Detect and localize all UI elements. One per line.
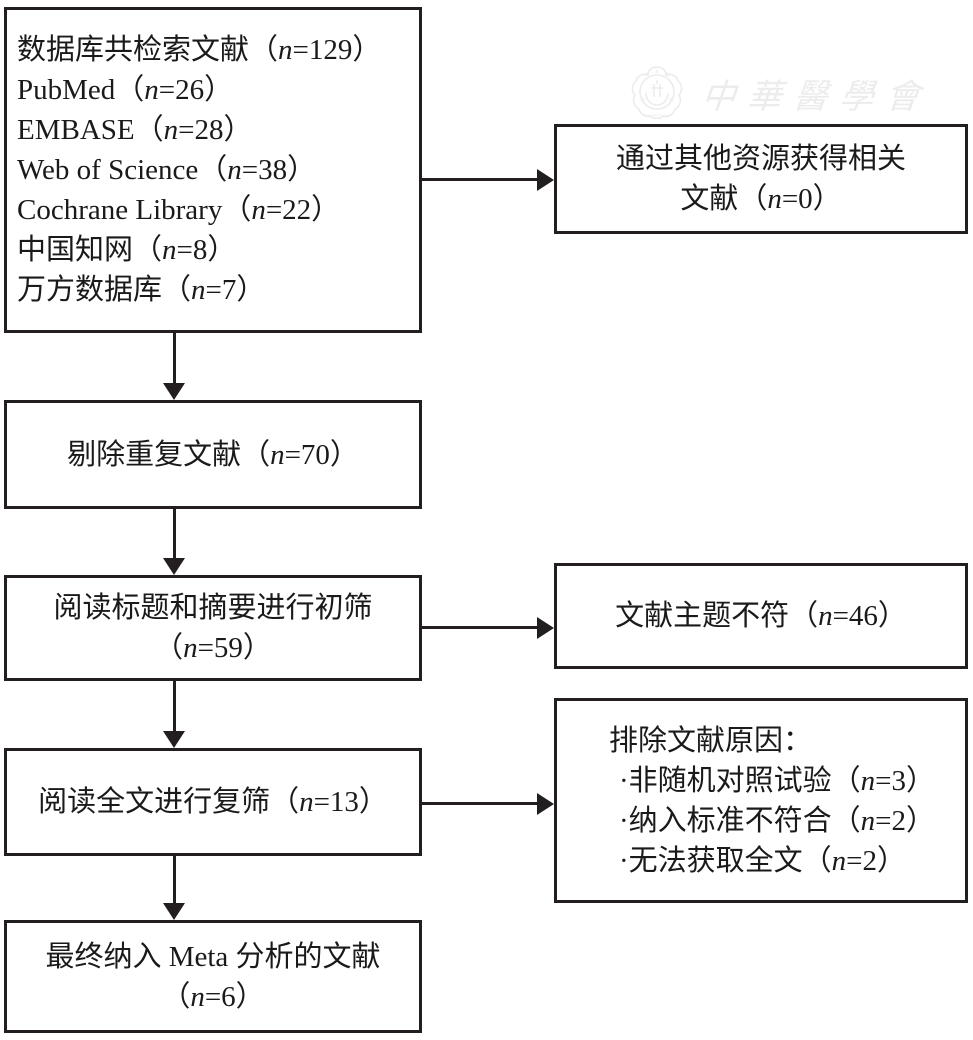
- edge-title-abstract-to-full-text-line: [173, 681, 176, 731]
- n-symbol: n: [270, 438, 285, 471]
- node-other-sources-records: 通过其他资源获得相关 文献（n=0）: [554, 124, 968, 234]
- title-abstract-line-2: （n=59）: [154, 632, 272, 664]
- search-line-total: 数据库共检索文献（n=129）: [17, 34, 382, 66]
- watermark: 中 華 醫 學 會 Chinese Medical Assoc. 中華醫學會: [628, 62, 958, 124]
- edge-title-abstract-to-topic-mismatch-arrow: [537, 617, 554, 639]
- n-symbol: n: [818, 600, 833, 632]
- exclusion-reason-item-2: ·纳入标准不符合（n=2）: [619, 804, 936, 837]
- search-line-wanfang: 万方数据库（n=7）: [17, 274, 266, 306]
- n-symbol: n: [860, 804, 876, 837]
- n-symbol: n: [831, 844, 847, 877]
- full-text-line: 阅读全文进行复筛（n=13）: [38, 786, 388, 818]
- node-database-search-results: 数据库共检索文献（n=129） PubMed（n=26） EMBASE（n=28…: [4, 7, 422, 333]
- duplicates-removed-line: 剔除重复文献（n=70）: [67, 438, 359, 471]
- n-symbol: n: [163, 114, 179, 146]
- search-line-pubmed: PubMed（n=26）: [17, 74, 234, 106]
- edge-full-text-to-included-arrow: [163, 903, 185, 920]
- edge-search-to-duplicates-line: [173, 333, 176, 383]
- exclusion-reason-item-3: ·无法获取全文（n=2）: [619, 844, 907, 877]
- topic-mismatch-line: 文献主题不符（n=46）: [615, 600, 907, 632]
- node-excluded-topic-mismatch: 文献主题不符（n=46）: [554, 563, 968, 669]
- n-symbol: n: [162, 234, 177, 266]
- n-symbol: n: [190, 980, 205, 1013]
- n-symbol: n: [278, 34, 293, 66]
- medical-association-emblem-icon: 中 華 醫 學 會 Chinese Medical Assoc.: [628, 64, 686, 122]
- search-line-web-of-science: Web of Science（n=38）: [17, 154, 317, 186]
- other-sources-line-1: 通过其他资源获得相关: [615, 143, 906, 175]
- n-symbol: n: [251, 194, 266, 226]
- node-title-abstract-screening: 阅读标题和摘要进行初筛 （n=59）: [4, 575, 422, 681]
- svg-text:中: 中: [644, 71, 648, 77]
- search-line-cnki: 中国知网（n=8）: [17, 234, 237, 266]
- edge-search-to-other-sources-line: [422, 178, 537, 181]
- edge-full-text-to-exclusion-reasons-arrow: [537, 793, 554, 815]
- n-symbol: n: [191, 274, 206, 306]
- edge-full-text-to-exclusion-reasons-line: [422, 802, 537, 805]
- edge-title-abstract-to-full-text-arrow: [163, 731, 185, 748]
- search-line-cochrane: Cochrane Library（n=22）: [17, 194, 341, 226]
- edge-search-to-duplicates-arrow: [163, 383, 185, 400]
- node-exclusion-reasons: 排除文献原因： ·非随机对照试验（n=3） ·纳入标准不符合（n=2） ·无法获…: [554, 698, 968, 903]
- n-symbol: n: [227, 154, 242, 186]
- edge-full-text-to-included-line: [173, 856, 176, 903]
- edge-title-abstract-to-topic-mismatch-line: [422, 626, 537, 629]
- other-sources-line-2: 文献（n=0）: [680, 183, 842, 215]
- search-line-embase: EMBASE（n=28）: [17, 114, 253, 146]
- n-symbol: n: [767, 183, 782, 215]
- svg-text:華: 華: [655, 68, 659, 74]
- edge-duplicates-to-title-abstract-line: [173, 509, 176, 558]
- exclusion-reasons-heading: 排除文献原因：: [609, 724, 813, 757]
- included-line-1: 最终纳入 Meta 分析的文献: [45, 940, 381, 973]
- svg-text:Chinese Medical Assoc.: Chinese Medical Assoc.: [642, 113, 673, 117]
- title-abstract-line-1: 阅读标题和摘要进行初筛: [53, 592, 373, 624]
- included-line-2: （n=6）: [161, 980, 265, 1013]
- node-full-text-screening: 阅读全文进行复筛（n=13）: [4, 748, 422, 856]
- n-symbol: n: [183, 632, 198, 664]
- edge-duplicates-to-title-abstract-arrow: [163, 558, 185, 575]
- exclusion-reason-item-1: ·非随机对照试验（n=3）: [619, 764, 936, 797]
- n-symbol: n: [860, 764, 876, 797]
- edge-search-to-other-sources-arrow: [537, 169, 554, 191]
- svg-text:醫: 醫: [666, 72, 670, 77]
- node-duplicates-removed: 剔除重复文献（n=70）: [4, 400, 422, 509]
- svg-text:學: 學: [641, 96, 645, 102]
- watermark-text: 中華醫學會: [699, 78, 934, 116]
- svg-text:會: 會: [669, 96, 673, 102]
- node-included-in-meta-analysis: 最终纳入 Meta 分析的文献 （n=6）: [4, 920, 422, 1033]
- n-symbol: n: [299, 786, 314, 818]
- n-symbol: n: [144, 74, 159, 106]
